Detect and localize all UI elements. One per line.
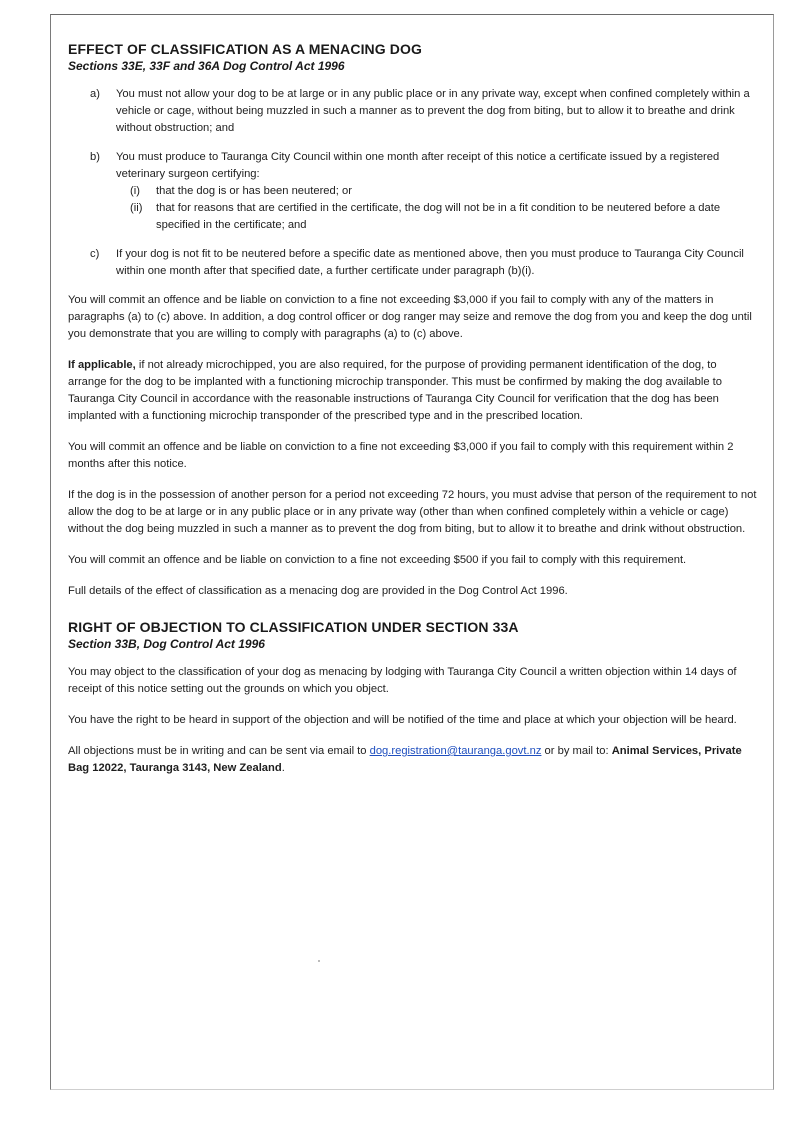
email-link[interactable]: dog.registration@tauranga.govt.nz (369, 745, 542, 757)
paragraph-microchip: If applicable, if not already microchipp… (68, 357, 758, 425)
list-item-c: c) If your dog is not fit to be neutered… (68, 246, 758, 280)
document-body: EFFECT OF CLASSIFICATION AS A MENACING D… (68, 40, 758, 791)
list-marker: b) (90, 151, 100, 163)
section-subheading-effect: Sections 33E, 33F and 36A Dog Control Ac… (68, 59, 345, 73)
send-text-end: . (281, 762, 285, 774)
paragraph-send: All objections must be in writing and ca… (68, 743, 758, 777)
paragraph-heard: You have the right to be heard in suppor… (68, 714, 737, 726)
sub-item-ii: (ii) that for reasons that are certified… (116, 200, 758, 234)
section-heading-objection: RIGHT OF OBJECTION TO CLASSIFICATION UND… (68, 619, 519, 635)
list-item-b: b) You must produce to Tauranga City Cou… (68, 149, 758, 234)
page-border (50, 14, 774, 1090)
sub-item-text: that the dog is or has been neutered; or (156, 185, 352, 197)
list-item-text: You must produce to Tauranga City Counci… (116, 151, 720, 180)
paragraph-microchip-text: if not already microchipped, you are als… (68, 359, 723, 422)
paragraph-possession: If the dog is in the possession of anoth… (68, 489, 757, 535)
list-item-text: You must not allow your dog to be at lar… (116, 88, 750, 134)
scan-speck (318, 960, 320, 962)
sub-item-text: that for reasons that are certified in t… (156, 202, 721, 231)
list-item-text: If your dog is not fit to be neutered be… (116, 248, 744, 277)
emphasis-if-applicable: If applicable, (68, 359, 136, 371)
send-text-mid: or by mail to: (541, 745, 612, 757)
send-text-pre: All objections must be in writing and ca… (68, 745, 370, 757)
section-subheading-objection: Section 33B, Dog Control Act 1996 (68, 637, 265, 651)
paragraph-full-details: Full details of the effect of classifica… (68, 585, 568, 597)
paragraph-object: You may object to the classification of … (68, 666, 737, 695)
paragraph-offence-2: You will commit an offence and be liable… (68, 441, 734, 470)
list-item-a: a) You must not allow your dog to be at … (68, 86, 758, 137)
sub-item-i: (i) that the dog is or has been neutered… (116, 183, 758, 200)
section-heading-effect: EFFECT OF CLASSIFICATION AS A MENACING D… (68, 41, 422, 57)
sub-marker: (i) (130, 185, 140, 197)
postal-address: Animal Services, Private Bag 12022, Taur… (68, 745, 742, 774)
list-marker: c) (90, 248, 100, 260)
paragraph-offence-3: You will commit an offence and be liable… (68, 554, 687, 566)
list-marker: a) (90, 88, 100, 100)
paragraph-offence-1: You will commit an offence and be liable… (68, 294, 752, 340)
sub-marker: (ii) (130, 202, 143, 214)
